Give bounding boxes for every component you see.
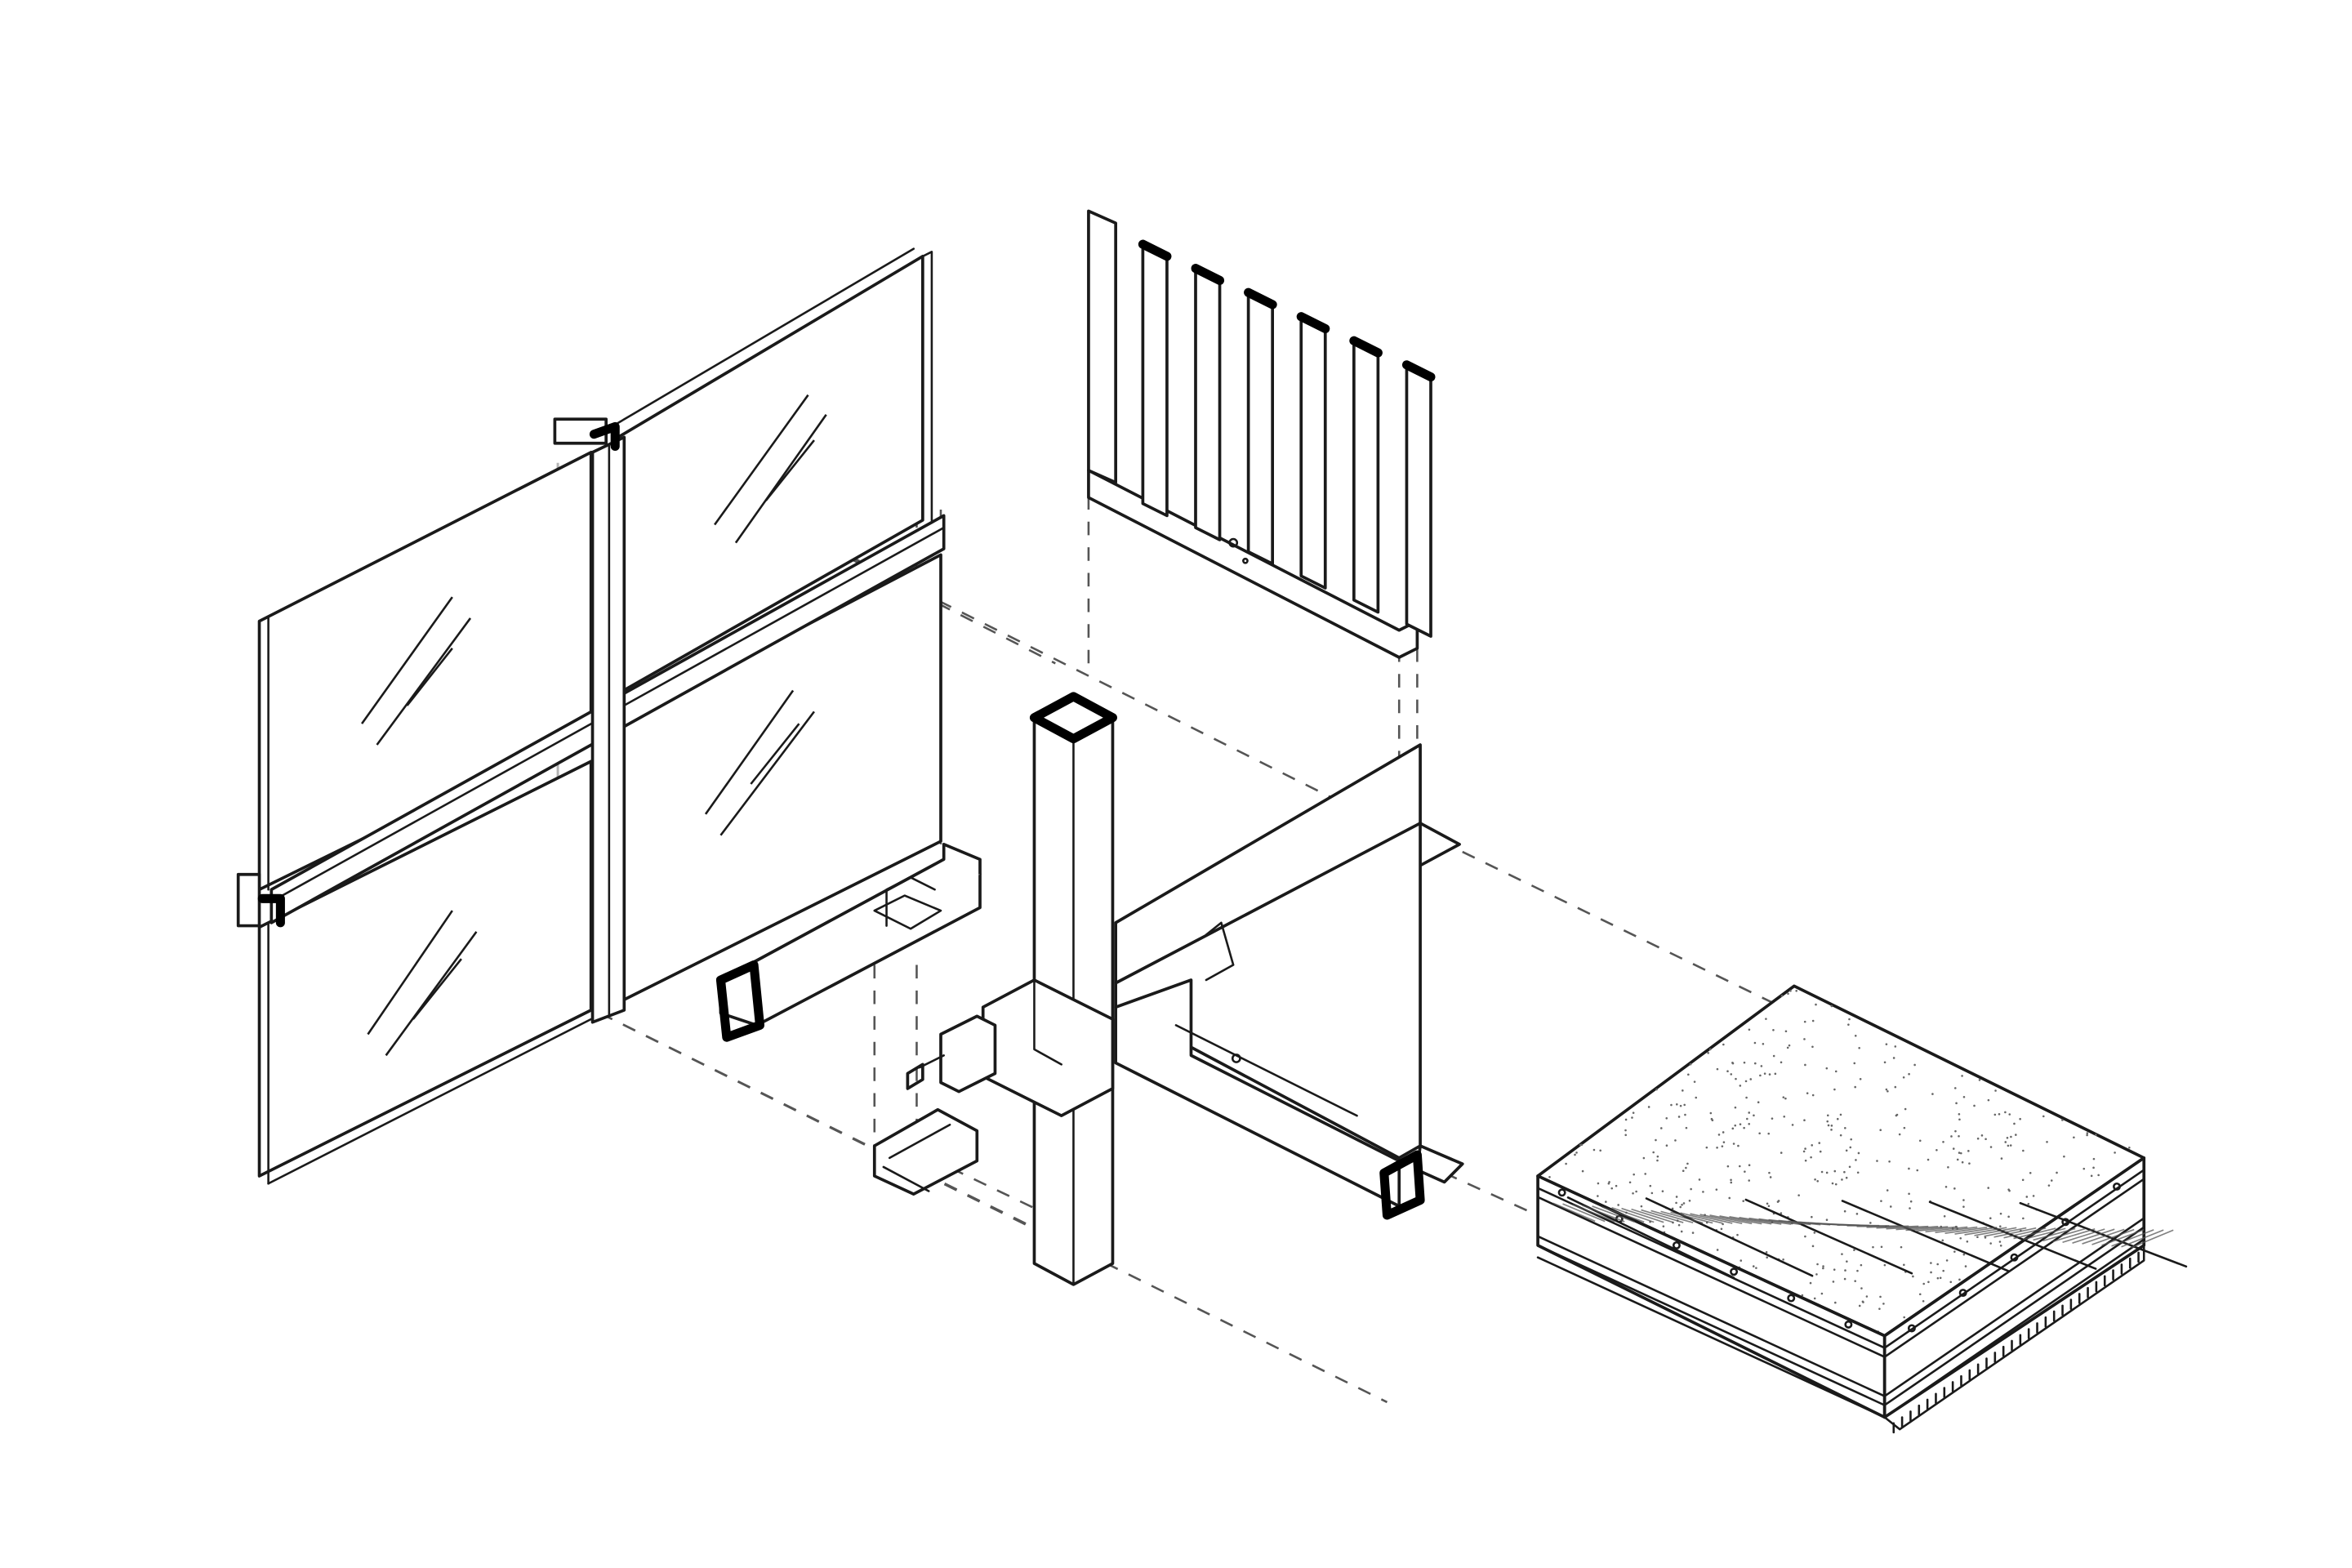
steel-beam xyxy=(1114,743,1464,1220)
side-clip-profile xyxy=(257,893,285,928)
layer-line-1 xyxy=(1536,1169,2145,1349)
cantilever-bracket xyxy=(715,843,982,1042)
threaded-connector xyxy=(906,1014,997,1094)
glass-reflections xyxy=(361,394,827,1057)
beam-end-section xyxy=(1379,1150,1425,1220)
column-top-section xyxy=(1029,692,1117,744)
fin-4 xyxy=(1296,312,1330,590)
bracket-end-section xyxy=(715,960,765,1042)
layer-line-2 xyxy=(1536,1178,2145,1358)
layer-line-3 xyxy=(1536,1217,2145,1397)
top-clip-profile xyxy=(589,421,620,451)
floor-build-up xyxy=(1536,984,2188,1434)
fin-2 xyxy=(1191,264,1225,541)
vertical-fins-assembly xyxy=(1087,209,1436,659)
side-clip xyxy=(236,872,261,928)
fin-1 xyxy=(1138,239,1172,518)
fin-3 xyxy=(1244,287,1277,566)
layer-line-4 xyxy=(1536,1226,2145,1406)
fin-5 xyxy=(1349,336,1383,614)
square-steel-column xyxy=(981,692,1117,1286)
fin-base-plate xyxy=(1087,469,1419,659)
beam-body xyxy=(1114,822,1422,1160)
glass-curtain-wall xyxy=(236,247,946,1185)
u-channel-clip xyxy=(872,1107,979,1196)
fin-6 xyxy=(1401,360,1436,638)
